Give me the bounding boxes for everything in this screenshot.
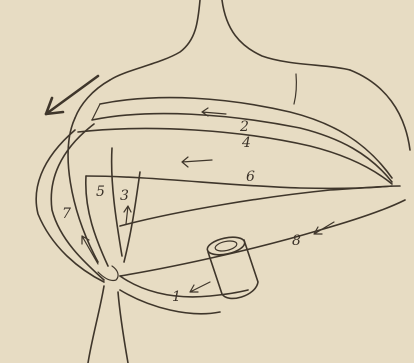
label-4: 4 [241, 135, 251, 151]
label-3: 3 [120, 188, 129, 204]
label-8: 8 [292, 233, 301, 249]
label-1: 1 [172, 289, 181, 305]
label-6: 6 [246, 169, 255, 185]
label-5: 5 [96, 184, 105, 200]
label-2: 2 [239, 119, 249, 135]
label-7: 7 [62, 206, 71, 222]
